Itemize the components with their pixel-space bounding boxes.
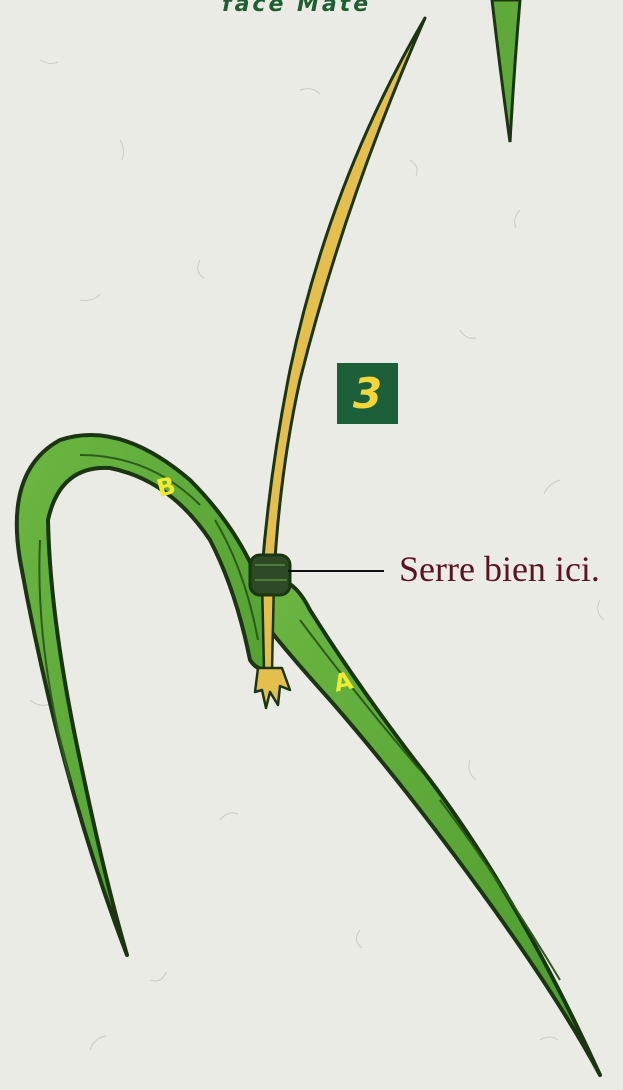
knot <box>250 555 290 595</box>
step-number-badge: 3 <box>337 363 398 424</box>
callout-label: Serre bien ici. <box>399 548 600 590</box>
top-caption: face Mate <box>222 0 371 17</box>
step-number: 3 <box>353 369 382 418</box>
